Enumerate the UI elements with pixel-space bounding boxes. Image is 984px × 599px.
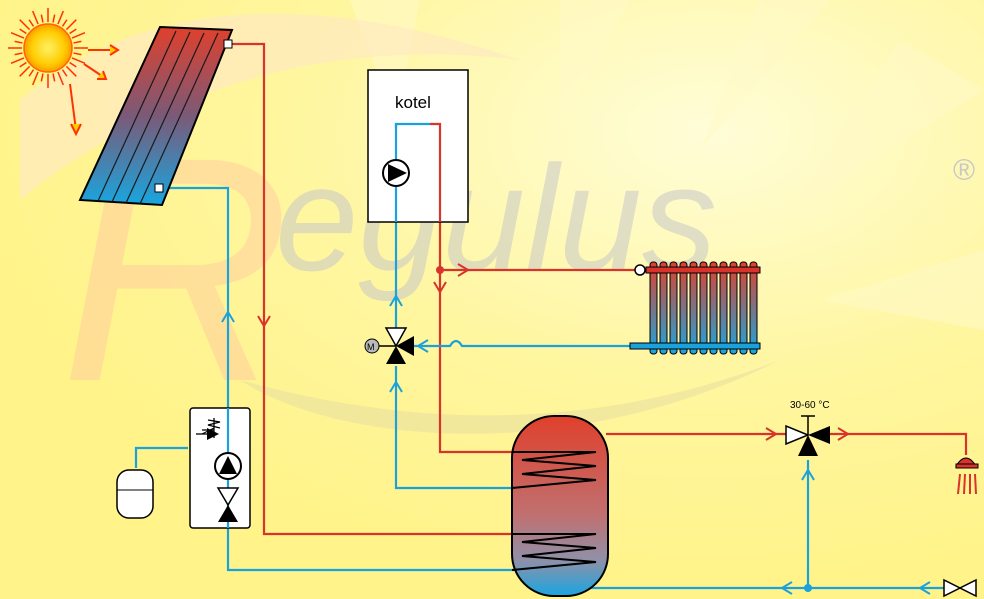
radiator-column: [649, 261, 658, 355]
expansion-vessel: [116, 469, 154, 519]
sun-icon: [8, 8, 88, 88]
cold-water-inlet-valve-icon: [943, 578, 977, 598]
sun-ray-arrows: [69, 44, 120, 137]
thermostatic-valve-icon: [785, 415, 830, 456]
hot-junction: [436, 266, 444, 274]
radiator-column: [659, 261, 668, 355]
radiator-column: [689, 261, 698, 355]
shower-icon: [955, 457, 979, 495]
radiator-column: [679, 261, 688, 355]
solar-collector: [78, 25, 234, 207]
radiator-column: [719, 261, 728, 355]
mixing-valve-motor-label: M: [367, 342, 375, 352]
radiator-column: [739, 261, 748, 355]
boiler-pump-icon: [382, 159, 410, 187]
radiator-column: [729, 261, 738, 355]
thermostatic-valve-label: 30-60 °C: [790, 400, 830, 411]
watermark-registered: ®: [953, 154, 975, 187]
storage-tank: [511, 415, 609, 597]
radiator-column: [709, 261, 718, 355]
cold-junction: [804, 584, 812, 592]
mixing-valve-icon: [364, 327, 414, 364]
flow-arrows-hot: [257, 263, 850, 441]
check-valve-icon: [216, 487, 240, 522]
sunburst-background: [350, 0, 984, 330]
radiator: [629, 261, 761, 355]
flow-arrows-cold: [221, 294, 931, 595]
watermark-swoosh-lower: [240, 360, 780, 434]
boiler: [367, 69, 469, 223]
boiler-label: kotel: [395, 93, 431, 112]
cold-pipes: [134, 122, 944, 590]
solar-pump-icon: [214, 452, 242, 480]
radiator-column: [669, 261, 678, 355]
radiator-column: [699, 261, 708, 355]
radiator-column: [749, 261, 758, 355]
